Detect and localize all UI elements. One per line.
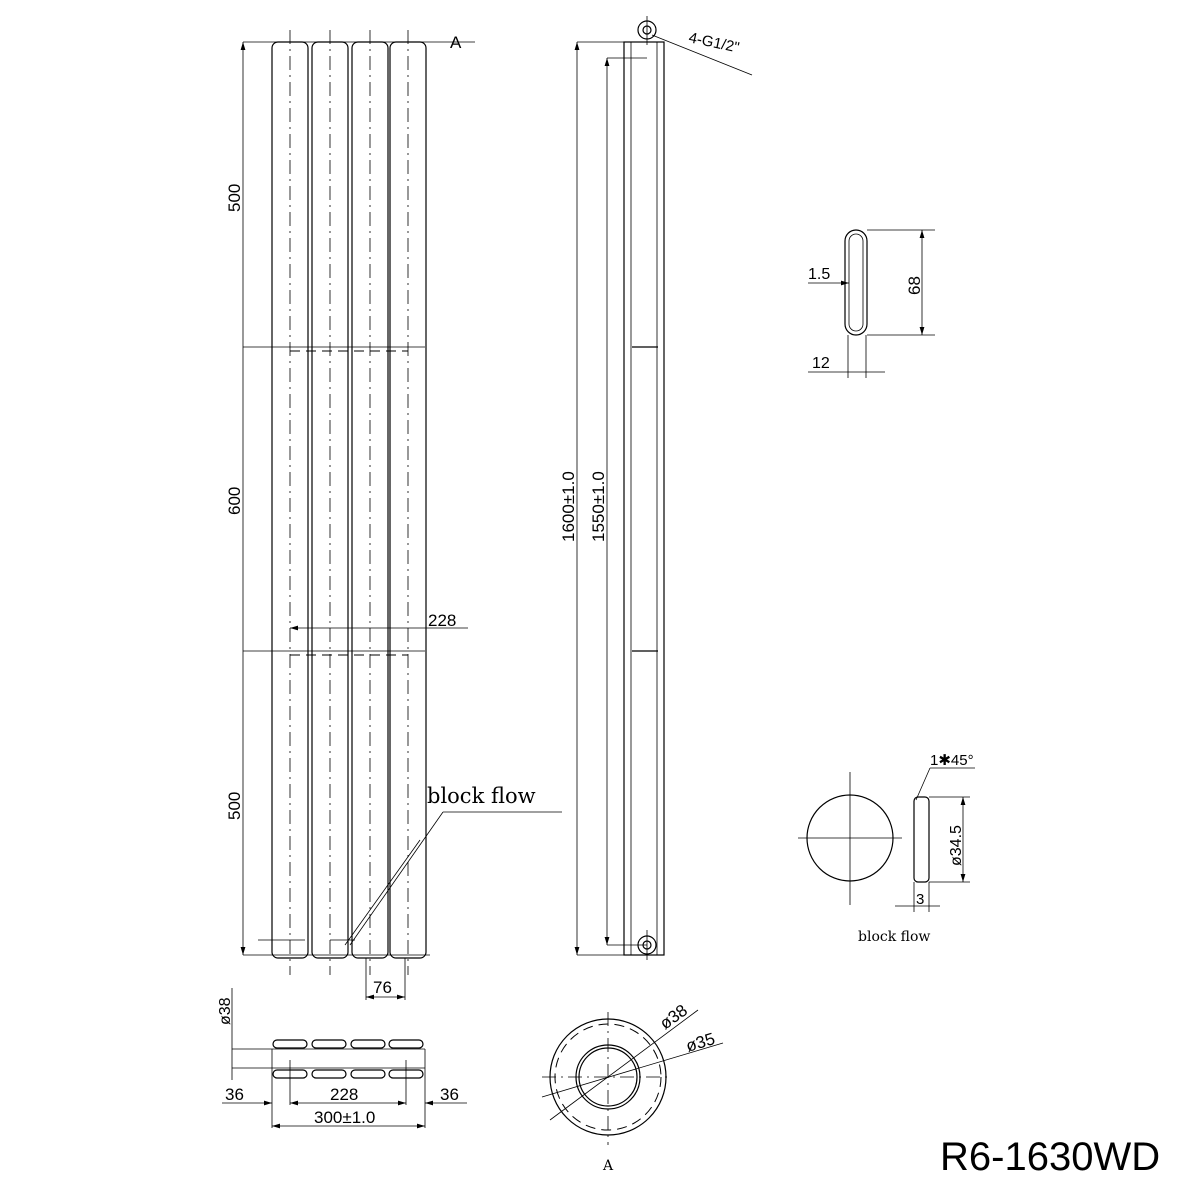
inner-diameter-dim: ø35	[684, 1029, 718, 1056]
tube-pitch-dim: 76	[373, 978, 392, 997]
section-a: ø38 ø35 A	[541, 1001, 724, 1174]
header-spacing-dim: 228	[428, 611, 456, 630]
plan-diameter-dim: ø38	[217, 997, 234, 1025]
right-offset-dim: 36	[440, 1085, 459, 1104]
tube-slots	[272, 1039, 424, 1079]
overall-width-dim: 300±1.0	[314, 1108, 375, 1127]
tube-width-dim: 12	[812, 355, 830, 372]
block-flow-label: block flow	[427, 784, 536, 808]
section-marker-a: A	[450, 33, 462, 52]
height-segment-middle: 600	[225, 487, 244, 515]
connection-centres-dim: 1550±1.0	[589, 471, 608, 542]
pipe-connection-top	[637, 16, 657, 45]
block-flow-detail: ø34.5 3 1✱45° block flow	[798, 752, 975, 945]
front-view: A 500 600 500 228 76 block flow	[225, 30, 562, 1000]
chamfer-dim: 1✱45°	[930, 752, 974, 769]
wall-thickness-dim: 1.5	[808, 266, 830, 283]
tube-height-dim: 68	[905, 276, 924, 295]
tubes	[271, 30, 427, 975]
plan-view: ø38 36 228 36 300±1.0	[217, 988, 467, 1129]
side-view: 4-G1/2" 1600±1.0 1550±1.0	[559, 16, 753, 960]
outer-diameter-dim: ø38	[656, 1001, 691, 1034]
left-offset-dim: 36	[225, 1085, 244, 1104]
tube-section: 68 1.5 12	[808, 229, 935, 378]
cap-diameter-dim: ø34.5	[948, 825, 965, 866]
headers	[243, 346, 425, 941]
model-number: R6-1630WD	[940, 1135, 1160, 1179]
height-segment-bottom: 500	[225, 792, 244, 820]
centres-dim: 228	[330, 1085, 358, 1104]
cap-thickness-dim: 3	[916, 891, 924, 908]
pipe-connection-bottom	[637, 930, 657, 960]
height-segment-top: 500	[225, 184, 244, 212]
overall-height-dim: 1600±1.0	[559, 471, 578, 542]
section-a-label: A	[602, 1158, 614, 1174]
block-flow-detail-label: block flow	[858, 929, 930, 945]
